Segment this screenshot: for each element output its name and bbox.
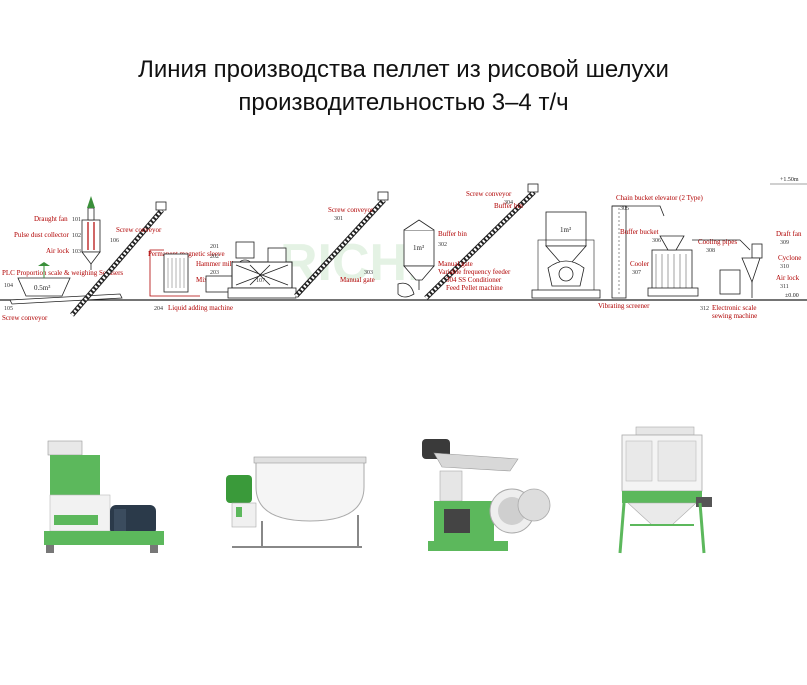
label-cyclone: Cyclone — [778, 254, 801, 262]
label-air-lock-right: Air lock — [776, 274, 800, 282]
label-buffer-bucket: Buffer bucket — [620, 228, 659, 236]
feeder-line-3: Feed Pellet machine — [446, 284, 503, 292]
inclined-screw-conveyor-2 — [294, 191, 389, 298]
label-screw-conveyor-bottom: Screw conveyor — [2, 314, 48, 322]
label-cooling-pipes: Cooling pipes — [698, 238, 737, 246]
label-draught-fan: Draught fan — [34, 215, 68, 223]
watermark: RICHI — [280, 234, 422, 292]
num-102: 102 — [72, 233, 81, 239]
num-106: 106 — [110, 238, 119, 244]
inclined-screw-conveyor-1 — [70, 201, 167, 317]
label-screw-conveyor-1: Screw conveyor — [116, 226, 162, 234]
num-304: 304 — [504, 200, 513, 206]
num-201: 201 — [210, 244, 219, 250]
volume-mid: 1m³ — [413, 244, 424, 252]
num-104: 104 — [4, 283, 13, 289]
num-302: 302 — [438, 242, 447, 248]
num-107: 107 — [256, 278, 265, 284]
mixer-unit — [227, 247, 297, 299]
feeder-line-1: Variable frequency feeder — [438, 268, 511, 276]
num-204: 204 — [154, 306, 163, 312]
label-electronic-scale-1: Electronic scale — [712, 304, 757, 312]
num-103: 103 — [72, 249, 81, 255]
num-305: 305 — [620, 206, 629, 212]
label-draft-fan: Draft fan — [776, 230, 802, 238]
num-311: 311 — [780, 284, 789, 290]
cooling-pipe-line — [692, 239, 751, 251]
volume-left: 0.5m³ — [34, 284, 50, 292]
volume-right: 1m³ — [560, 226, 571, 234]
label-liquid-adding-machine: Liquid adding machine — [168, 304, 233, 312]
num-308: 308 — [706, 248, 715, 254]
machine-photos — [0, 425, 807, 560]
label-manual-gate-2: Manual gate — [438, 260, 473, 268]
num-303: 303 — [364, 270, 373, 276]
label-chain-elevator: Chain bucket elevator (2 Type) — [616, 194, 704, 202]
num-309: 309 — [780, 240, 789, 246]
label-buffer-bin: Buffer bin — [438, 230, 467, 238]
cooler-unit — [647, 235, 699, 297]
num-202: 202 — [210, 254, 219, 260]
cyclone-unit — [719, 243, 763, 298]
liquid-tank — [149, 249, 200, 297]
label-screw-conveyor-3: Screw conveyor — [466, 190, 512, 198]
num-203: 203 — [210, 270, 219, 276]
photo-hammer-mill — [44, 440, 164, 553]
bottom-screw-conveyor — [9, 293, 123, 305]
label-manual-gate: Manual gate — [340, 276, 375, 284]
label-pulse-dust-collector: Pulse dust collector — [14, 231, 69, 239]
label-cooler: Cooler — [630, 260, 650, 268]
buffer-bin-middle — [397, 219, 435, 298]
inclined-screw-conveyor-3 — [424, 183, 539, 300]
label-mixer: Mixer — [196, 276, 214, 284]
photo-cooler — [618, 426, 712, 554]
elevation-top: +1.50m — [780, 177, 799, 183]
num-312: 312 — [700, 306, 709, 312]
label-plc: PLC Proportion scale & weighing Senssers — [2, 269, 123, 277]
chain-bucket-elevator — [611, 205, 665, 299]
title-line-2: производительностью 3–4 т/ч — [238, 89, 569, 116]
num-301: 301 — [334, 216, 343, 222]
num-310: 310 — [780, 264, 789, 270]
pulse-dust-collector — [81, 196, 101, 270]
weighing-hopper — [17, 262, 71, 297]
feeder-line-2: 304 SS Conditioner — [446, 276, 502, 284]
label-vibrating-screener: Vibrating screener — [598, 302, 650, 310]
label-buffer-bin-2: Buffer bin — [494, 202, 523, 210]
label-hammer-mill: Hammer mill — [196, 260, 234, 268]
num-306: 306 — [652, 238, 661, 244]
title-line-1: Линия производства пеллет из рисовой шел… — [138, 56, 669, 83]
label-electronic-scale-2: sewing machine — [712, 312, 757, 320]
num-307: 307 — [632, 270, 641, 276]
process-diagram: RICHI +1.50m ±0.00 Draught fan Pulse dus… — [0, 177, 807, 322]
photo-pellet-machine — [422, 439, 551, 551]
photo-mixer — [226, 456, 367, 548]
elevation-bottom: ±0.00 — [785, 293, 799, 299]
label-screw-conveyor-2: Screw conveyor — [328, 206, 374, 214]
label-air-lock-left: Air lock — [46, 247, 70, 255]
num-105: 105 — [4, 306, 13, 312]
num-101: 101 — [72, 217, 81, 223]
pellet-machine-unit — [531, 260, 601, 299]
